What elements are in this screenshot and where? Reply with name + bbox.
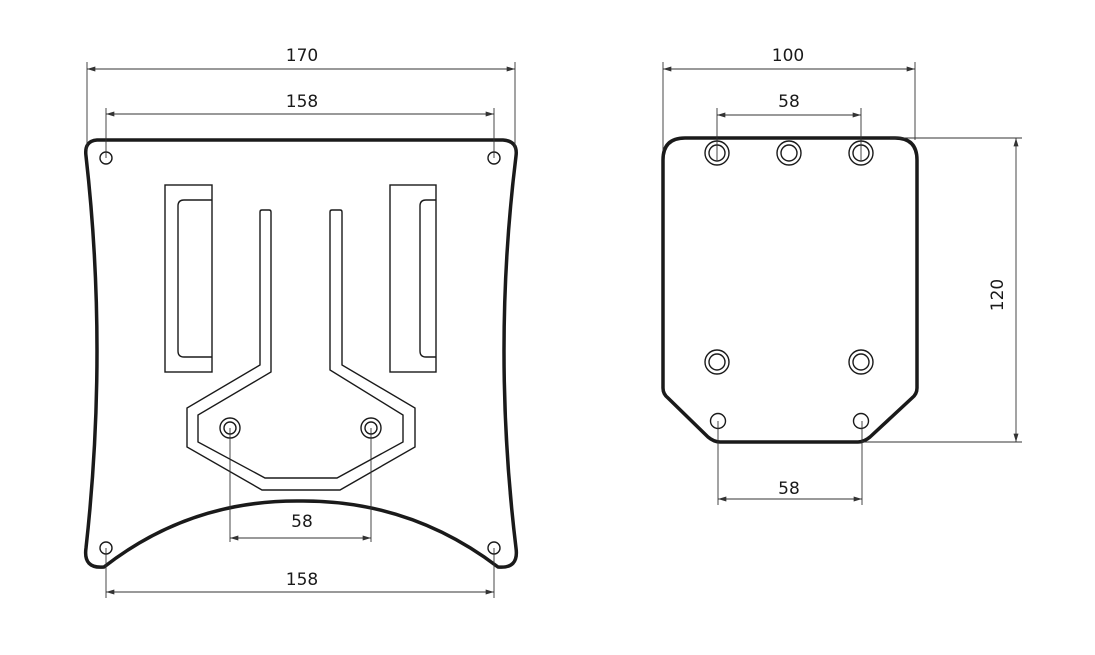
right-dimensions: 100 58 120 58	[662, 46, 1022, 505]
right-slot-bracket	[419, 199, 436, 358]
left-slot-frame	[164, 184, 213, 373]
threaded-hole	[776, 140, 802, 166]
threaded-hole	[848, 349, 874, 375]
dim-label-58-center: 58	[291, 512, 313, 532]
dim-label-100: 100	[772, 46, 804, 66]
left-slot-bracket	[177, 199, 212, 358]
left-plate-outline	[83, 138, 519, 569]
left-plate	[83, 138, 519, 569]
dim-label-58-bottom: 58	[778, 479, 800, 499]
right-slot-frame	[389, 184, 437, 373]
dim-label-158-top: 158	[286, 92, 318, 112]
dim-label-170: 170	[286, 46, 318, 66]
right-plate-outline	[661, 136, 919, 444]
right-plate	[661, 136, 919, 444]
dim-label-158-bottom: 158	[286, 570, 318, 590]
small-hole	[852, 412, 870, 430]
dim-label-120: 120	[988, 279, 1008, 311]
left-dimensions: 170 158 58 158	[86, 46, 516, 598]
dim-label-58-top: 58	[778, 92, 800, 112]
center-channel	[186, 209, 416, 491]
threaded-hole	[704, 349, 730, 375]
